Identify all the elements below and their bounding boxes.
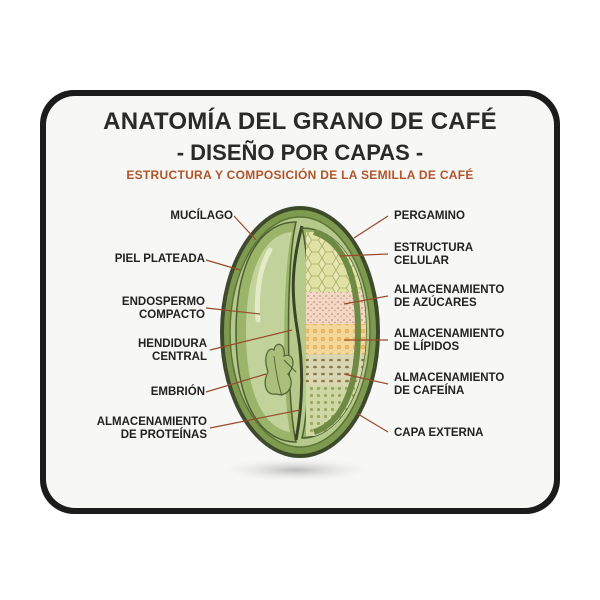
- page-title: ANATOMÍA DEL GRANO DE CAFÉ: [103, 108, 497, 135]
- label-pergamino: PERGAMINO: [394, 210, 465, 222]
- leader-lines: [205, 215, 389, 433]
- bean-shadow: [218, 458, 374, 482]
- outer-layer-right: [312, 229, 362, 435]
- embryo: [264, 343, 297, 397]
- label-embrion: EMBRIÓN: [150, 386, 205, 398]
- label-piel-plateada: PIEL PLATEADA: [114, 253, 205, 265]
- page-subtitle: - DISEÑO POR CAPAS -: [176, 140, 424, 165]
- page-tagline: ESTRUCTURA Y COMPOSICIÓN DE LA SEMILLA D…: [126, 168, 474, 182]
- central-crease: [291, 225, 304, 441]
- label-capa-externa: CAPA EXTERNA: [394, 427, 484, 439]
- label-mucilago: MUCÍLAGO: [170, 210, 233, 222]
